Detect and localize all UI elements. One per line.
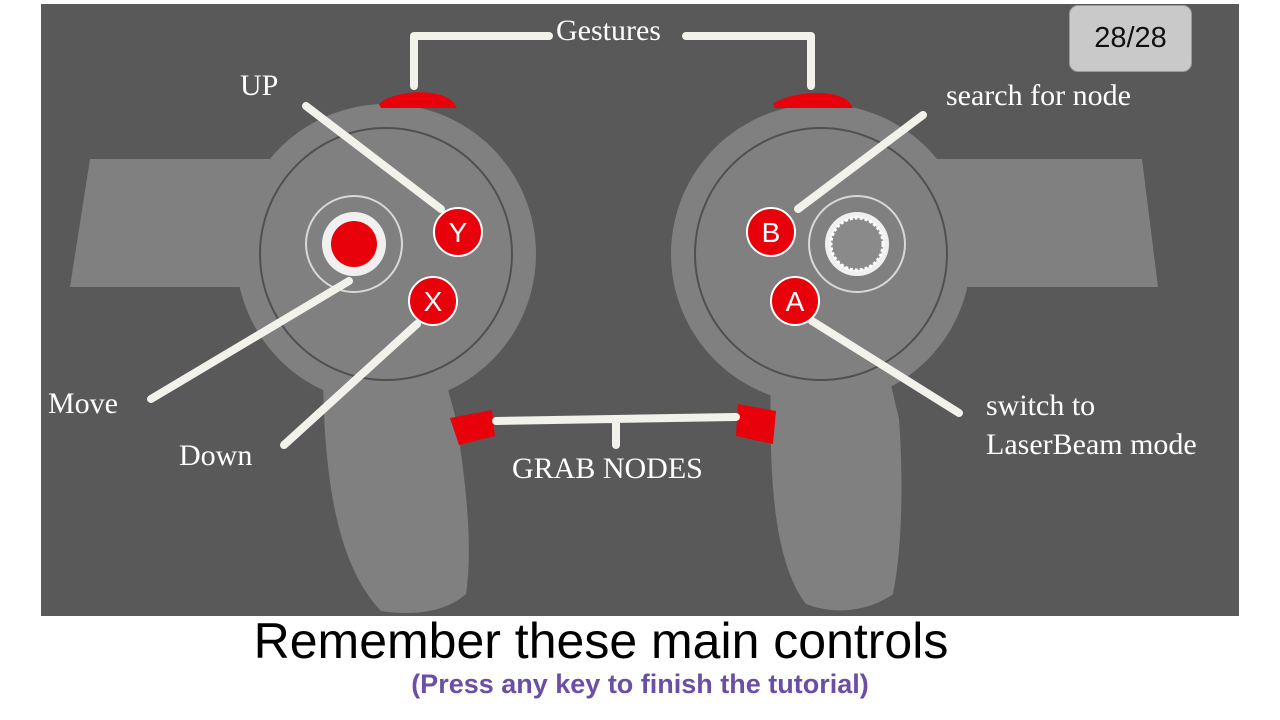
left-thumbstick-outer — [305, 195, 403, 293]
right-controller-grip — [770, 364, 902, 611]
up-leader-line — [302, 102, 445, 213]
right-controller — [671, 93, 1158, 611]
down-label: Down — [179, 439, 252, 472]
move-label: Move — [48, 387, 118, 420]
left-controller-ring — [236, 104, 536, 404]
gestures-bracket-line — [410, 32, 815, 90]
control-labels: Gestures UP Move Down GRAB NODES search … — [48, 14, 1197, 485]
tutorial-finish-hint: (Press any key to finish the tutorial) — [411, 669, 869, 699]
left-thumbstick — [331, 221, 377, 267]
leader-lines — [147, 32, 963, 449]
y-button — [433, 207, 483, 257]
left-controller-wing — [70, 159, 291, 287]
left-controller — [70, 92, 536, 613]
x-button-label: X — [424, 286, 443, 317]
left-controller-grip — [323, 364, 469, 613]
a-button — [770, 276, 820, 326]
right-thumbstick — [829, 216, 885, 272]
right-controller-ring — [671, 104, 971, 404]
move-leader-line — [147, 277, 353, 403]
right-top-trigger — [773, 93, 853, 108]
gestures-label: Gestures — [556, 14, 661, 47]
b-button-label: B — [762, 217, 781, 248]
left-top-trigger — [379, 92, 457, 108]
left-controller-ring-line — [259, 127, 513, 381]
page-counter-badge: 28/28 — [1069, 5, 1192, 72]
switch-to-label: switch to — [986, 389, 1095, 422]
down-leader-line — [280, 320, 421, 449]
right-thumbstick-outer — [808, 195, 906, 293]
grab-nodes-bracket-line — [492, 413, 740, 449]
left-grip-trigger — [450, 410, 495, 445]
tutorial-title: Remember these main controls — [253, 613, 949, 669]
search-leader-line — [794, 111, 927, 213]
x-button — [408, 276, 458, 326]
grab-nodes-label: GRAB NODES — [512, 452, 703, 485]
right-grip-trigger — [736, 404, 776, 444]
right-controller-wing — [921, 159, 1158, 287]
right-controller-ring-line — [694, 127, 948, 381]
laserbeam-mode-label: LaserBeam mode — [986, 428, 1197, 461]
a-button-label: A — [786, 286, 805, 317]
switch-leader-line — [808, 317, 963, 417]
y-button-label: Y — [449, 217, 468, 248]
b-button — [746, 207, 796, 257]
up-label: UP — [240, 69, 278, 102]
controller-diagram: Y X B A Gestures UP Move Down GRAB NODES… — [41, 4, 1239, 616]
search-for-node-label: search for node — [946, 79, 1131, 112]
face-buttons: Y X B A — [408, 207, 820, 326]
